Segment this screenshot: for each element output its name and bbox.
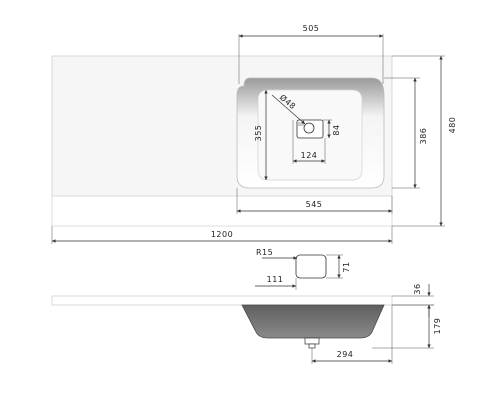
dim-basin-height: 179 [433,318,442,335]
dim-overflow-height: 71 [342,261,351,272]
dim-slab-thickness: 36 [413,283,422,294]
dim-bowl-depth: 386 [419,128,428,145]
drain-top-view [296,119,324,139]
dim-total-depth: 480 [448,117,457,134]
dim-corner-radius: R15 [256,248,273,257]
dim-overflow-offset: 111 [267,275,284,284]
side-view: 36 179 294 [51,283,442,364]
overflow-slot [295,254,327,279]
dim-drain-from-right: 294 [337,350,354,359]
countertop-side-view [51,295,393,306]
drain-pipe-side [304,337,320,345]
dim-total-length: 1200 [211,230,233,239]
basin-side-view [241,304,385,339]
dim-bowl-width: 505 [303,24,320,33]
dim-drain-offset-x: 124 [301,151,318,160]
dim-inner-depth: 355 [254,125,263,142]
dim-bowl-outer-width: 545 [306,200,323,209]
dim-drain-offset-y: 84 [332,124,341,135]
overflow-detail: R15 71 111 [255,248,351,290]
top-view: 505 480 386 355 Ø48 84 124 545 [51,24,457,244]
